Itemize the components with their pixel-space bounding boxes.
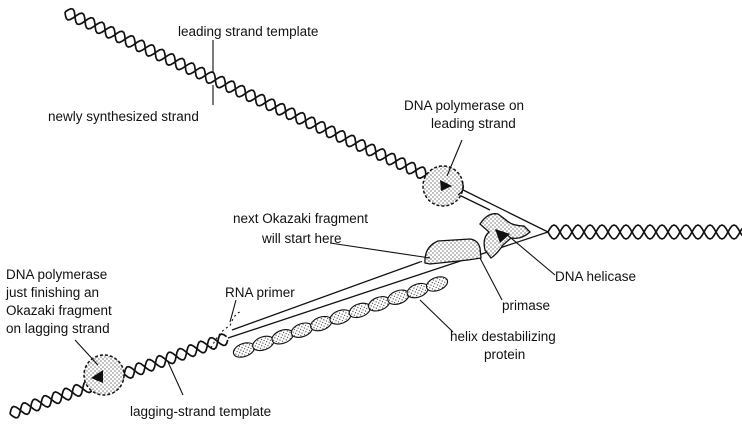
callout-okazaki-next — [330, 243, 430, 258]
ssb-protein-icon — [309, 314, 334, 334]
callout-primase — [480, 258, 502, 300]
ssb-protein-icon — [386, 287, 411, 307]
label-pol-lagging-line1: DNA polymerase — [6, 267, 107, 282]
label-ssb-line2: protein — [484, 347, 525, 362]
callout-lagging-template — [168, 362, 183, 395]
label-pol-lagging-line3: Okazaki fragment — [6, 303, 112, 318]
label-primase: primase — [502, 298, 550, 313]
label-pol-leading-line1: DNA polymerase on — [404, 98, 524, 113]
label-pol-lagging-line2: just finishing an — [5, 285, 99, 300]
ssb-protein-icon — [347, 301, 372, 321]
ssb-protein-icon — [231, 340, 256, 360]
primase-icon — [425, 239, 481, 264]
label-leading-template: leading strand template — [178, 24, 318, 39]
label-lagging-template: lagging-strand template — [130, 404, 271, 419]
label-pol-lagging-line4: on lagging strand — [6, 321, 110, 336]
ssb-protein-icon — [424, 274, 449, 294]
label-okazaki-next-line2: will start here — [261, 231, 342, 246]
ssb-protein-icon — [251, 334, 276, 354]
ssb-protein-icon — [328, 307, 353, 327]
label-okazaki-next-line1: next Okazaki fragment — [233, 211, 368, 226]
ssb-protein-icon — [270, 327, 295, 347]
label-ssb-line1: helix destabilizing — [450, 329, 556, 344]
ssb-protein-icon — [289, 320, 314, 340]
rna-primer-dotted — [211, 312, 240, 348]
parental-double-helix — [548, 225, 742, 239]
ssb-protein-icon — [367, 294, 392, 314]
ssb-protein-icon — [405, 281, 430, 301]
callout-helicase — [505, 233, 555, 275]
callout-ssb — [420, 300, 453, 332]
label-dna-helicase: DNA helicase — [555, 269, 636, 284]
callout-pol-lagging — [75, 340, 98, 365]
dna-polymerase-lagging-icon — [84, 355, 124, 395]
callout-rna-primer — [230, 300, 236, 322]
label-rna-primer: RNA primer — [225, 285, 295, 300]
label-pol-leading-line2: leading strand — [431, 116, 516, 131]
label-newly-synthesized: newly synthesized strand — [48, 109, 199, 124]
